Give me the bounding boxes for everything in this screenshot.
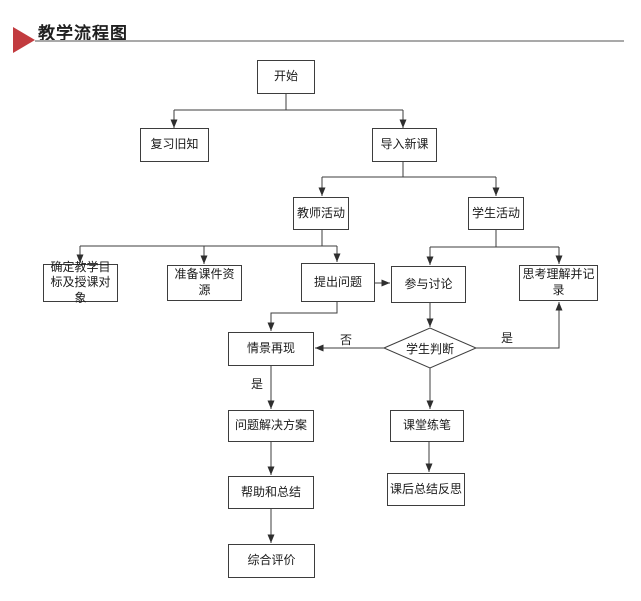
title-underline [35, 40, 624, 42]
edge-label-no: 否 [340, 333, 353, 347]
node-join-discussion: 参与讨论 [391, 266, 466, 303]
node-start: 开始 [257, 60, 315, 94]
node-student-activity: 学生活动 [468, 197, 524, 230]
node-think-understand-record: 思考理解并记录 [519, 265, 598, 301]
edge-label-yes-down: 是 [251, 377, 264, 391]
node-after-class-reflection: 课后总结反思 [387, 473, 465, 506]
node-review-old-knowledge: 复习旧知 [140, 128, 209, 162]
node-raise-question: 提出问题 [301, 263, 375, 302]
page-title: 教学流程图 [38, 24, 128, 43]
node-prepare-courseware: 准备课件资源 [167, 265, 242, 301]
node-help-and-summary: 帮助和总结 [228, 476, 314, 509]
node-comprehensive-evaluation: 综合评价 [228, 544, 315, 578]
node-student-judgment: 学生判断 [405, 341, 454, 356]
edge-judge-think-yes [476, 302, 563, 349]
red-triangle-icon [13, 27, 35, 53]
node-teacher-activity: 教师活动 [293, 197, 349, 230]
node-scene-reproduction: 情景再现 [228, 332, 314, 366]
node-introduce-new-lesson: 导入新课 [372, 128, 437, 162]
edge-label-yes-right: 是 [501, 331, 514, 345]
edge-question-scene [267, 302, 338, 331]
node-classroom-writing: 课堂练笔 [390, 410, 464, 442]
decision-diamond-shape [382, 327, 478, 369]
node-define-goals-audience: 确定教学目标及授课对象 [43, 260, 118, 305]
node-problem-solution: 问题解决方案 [228, 410, 314, 442]
